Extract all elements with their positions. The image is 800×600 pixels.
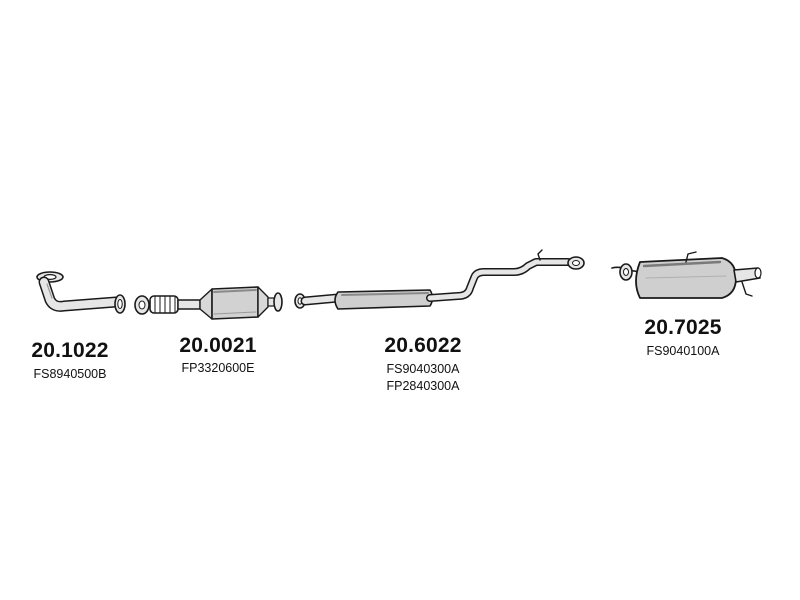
centre-pipe-silencer-icon xyxy=(294,249,585,310)
part-number: 20.1022 xyxy=(31,339,109,362)
part-label-group: 20.1022 FS8940500B xyxy=(10,339,130,383)
rear-silencer-icon xyxy=(611,251,762,299)
reference-code: FS9040300A xyxy=(386,362,460,376)
part-label-group: 20.6022 FS9040300A FP2840300A xyxy=(363,334,483,395)
part-number: 20.6022 xyxy=(384,334,462,357)
reference-code: FS9040100A xyxy=(646,344,720,358)
part-number: 20.7025 xyxy=(644,316,722,339)
front-pipe-icon xyxy=(36,271,126,314)
part-label-group: 20.7025 FS9040100A xyxy=(623,316,743,360)
part-label-group: 20.0021 FP3320600E xyxy=(158,334,278,377)
reference-code: FS8940500B xyxy=(33,367,107,381)
reference-code: FP3320600E xyxy=(181,361,255,375)
part-number: 20.0021 xyxy=(179,334,257,357)
reference-code: FP2840300A xyxy=(386,379,460,393)
catalytic-converter-icon xyxy=(134,286,283,320)
